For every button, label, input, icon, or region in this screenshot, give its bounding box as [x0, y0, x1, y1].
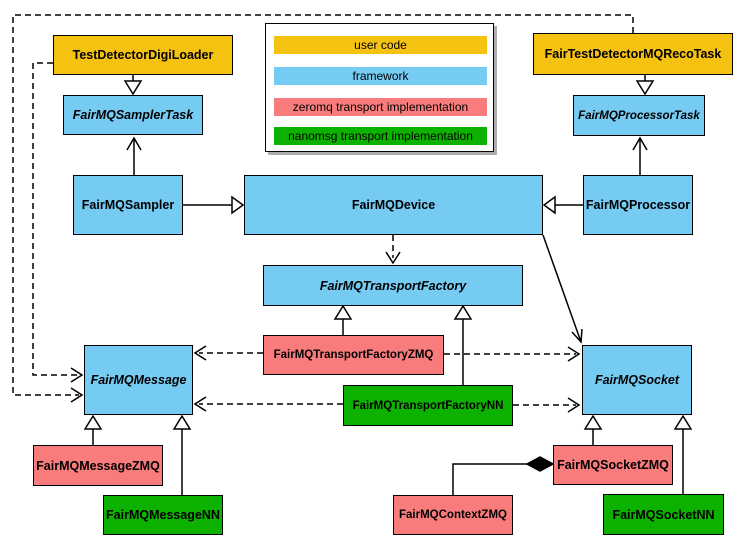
- node-fairmqtransportfactory: FairMQTransportFactory: [263, 265, 523, 306]
- edge-contextzmq-socketzmq: [452, 456, 555, 495]
- node-fairmqmessagenn: FairMQMessageNN: [103, 495, 223, 535]
- legend-item-user-code: user code: [274, 36, 487, 54]
- legend-item-zeromq: zeromq transport implementation: [274, 98, 487, 116]
- edge-tfzmq-socket: [444, 346, 581, 362]
- edge-device-transportfactory: [385, 235, 401, 265]
- edge-recotask-message: [12, 14, 634, 403]
- legend-item-framework: framework: [274, 67, 487, 85]
- node-fairmqdevice: FairMQDevice: [244, 175, 543, 235]
- node-fairmqtransportfactoryzmq: FairMQTransportFactoryZMQ: [263, 335, 444, 375]
- node-fairmqsampler: FairMQSampler: [73, 175, 183, 235]
- edge-messagezmq-message: [83, 414, 103, 445]
- node-fairmqmessage: FairMQMessage: [84, 345, 193, 415]
- node-fairmqsocketnn: FairMQSocketNN: [603, 494, 724, 535]
- node-fairmqsocket: FairMQSocket: [582, 345, 692, 415]
- edge-tfzmq-transportfactory: [333, 304, 353, 335]
- edge-digiloader-message: [32, 62, 84, 383]
- edge-tfnn-message: [193, 396, 343, 412]
- edge-device-socket: [542, 234, 583, 344]
- edge-tfnn-socket: [513, 397, 581, 413]
- legend-box: user code framework zeromq transport imp…: [265, 23, 494, 152]
- node-fairmqsocketzmq: FairMQSocketZMQ: [553, 445, 673, 485]
- node-fairmqtransportfactorynn: FairMQTransportFactoryNN: [343, 385, 513, 426]
- node-fairmqmessagezmq: FairMQMessageZMQ: [33, 445, 163, 486]
- edge-processor-device: [542, 195, 583, 215]
- legend-item-nanomsg: nanomsg transport implementation: [274, 127, 487, 145]
- node-fairmqprocessor: FairMQProcessor: [583, 175, 693, 235]
- edge-messagenn-message: [172, 414, 192, 495]
- edge-socketnn-socket: [673, 414, 693, 494]
- node-fairmqcontextzmq: FairMQContextZMQ: [393, 495, 513, 535]
- edge-socketzmq-socket: [583, 414, 603, 445]
- edge-tfnn-transportfactory: [453, 304, 473, 385]
- node-fairtestdetectormqrecotask: FairTestDetectorMQRecoTask: [533, 33, 733, 75]
- edge-recotask-processortask: [635, 75, 655, 96]
- node-fairmqsamplertask: FairMQSamplerTask: [63, 95, 203, 135]
- node-fairmqprocessortask: FairMQProcessorTask: [573, 95, 705, 136]
- node-testdetectordigiloader: TestDetectorDigiLoader: [53, 35, 233, 75]
- edge-sampler-device: [183, 195, 245, 215]
- edge-processor-processortask: [632, 136, 648, 175]
- edge-digiloader-samplertask: [123, 75, 143, 96]
- edge-tfzmq-message: [193, 345, 263, 361]
- edge-sampler-samplertask: [126, 136, 142, 175]
